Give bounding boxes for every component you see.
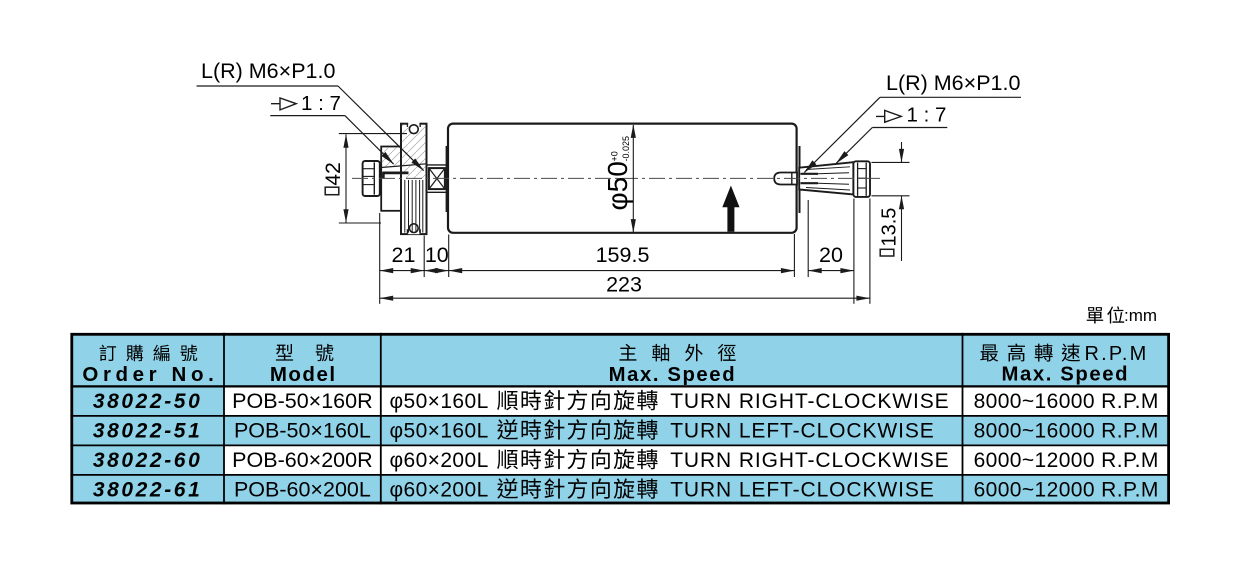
- svg-text:159.5: 159.5: [596, 243, 650, 267]
- svg-text:8000~16000 R.P.M: 8000~16000 R.P.M: [974, 419, 1159, 442]
- svg-text:φ50: φ50: [602, 161, 633, 210]
- svg-text:13.5: 13.5: [879, 208, 901, 247]
- svg-text::mm: :mm: [1124, 306, 1157, 325]
- svg-text:21: 21: [392, 243, 416, 267]
- svg-text:Max. Speed: Max. Speed: [1002, 364, 1130, 386]
- svg-text:L(R) M6×P1.0: L(R) M6×P1.0: [201, 59, 335, 83]
- svg-text:1 : 7: 1 : 7: [907, 104, 947, 127]
- svg-text:Max. Speed: Max. Speed: [609, 364, 737, 386]
- svg-text:φ50×160L: φ50×160L: [390, 390, 489, 413]
- svg-text:Model: Model: [270, 363, 337, 386]
- svg-text:20: 20: [819, 243, 843, 267]
- svg-text:+0: +0: [610, 151, 620, 161]
- svg-text:R.P.M: R.P.M: [1085, 343, 1149, 365]
- svg-text:42: 42: [322, 162, 345, 185]
- svg-text:6000~12000 R.P.M: 6000~12000 R.P.M: [974, 449, 1159, 472]
- svg-text:223: 223: [606, 272, 642, 296]
- svg-text:Order No.: Order No.: [82, 363, 218, 386]
- svg-text:φ60×200L: φ60×200L: [390, 449, 489, 472]
- svg-text:φ60×200L: φ60×200L: [390, 478, 489, 501]
- svg-text:POB-50×160R: POB-50×160R: [232, 389, 372, 413]
- svg-text:-0.025: -0.025: [621, 136, 631, 162]
- svg-text:10: 10: [425, 243, 449, 267]
- svg-text:L(R) M6×P1.0: L(R) M6×P1.0: [886, 71, 1020, 95]
- svg-text:POB-60×200L: POB-60×200L: [234, 477, 371, 501]
- svg-text:TURN RIGHT-CLOCKWISE: TURN RIGHT-CLOCKWISE: [670, 449, 949, 472]
- svg-text:38022-61: 38022-61: [93, 478, 203, 501]
- svg-text:TURN LEFT-CLOCKWISE: TURN LEFT-CLOCKWISE: [670, 478, 934, 501]
- svg-text:1 : 7: 1 : 7: [301, 92, 341, 115]
- svg-text:TURN RIGHT-CLOCKWISE: TURN RIGHT-CLOCKWISE: [670, 390, 949, 413]
- svg-text:38022-60: 38022-60: [93, 449, 203, 472]
- svg-text:POB-60×200R: POB-60×200R: [232, 448, 372, 472]
- svg-text:38022-51: 38022-51: [93, 419, 203, 442]
- svg-text:TURN LEFT-CLOCKWISE: TURN LEFT-CLOCKWISE: [670, 419, 934, 442]
- svg-text:38022-50: 38022-50: [93, 390, 203, 413]
- svg-text:φ50×160L: φ50×160L: [390, 419, 489, 442]
- svg-text:6000~12000 R.P.M: 6000~12000 R.P.M: [974, 478, 1159, 501]
- svg-text:POB-50×160L: POB-50×160L: [234, 418, 371, 442]
- svg-text:8000~16000 R.P.M: 8000~16000 R.P.M: [974, 390, 1159, 413]
